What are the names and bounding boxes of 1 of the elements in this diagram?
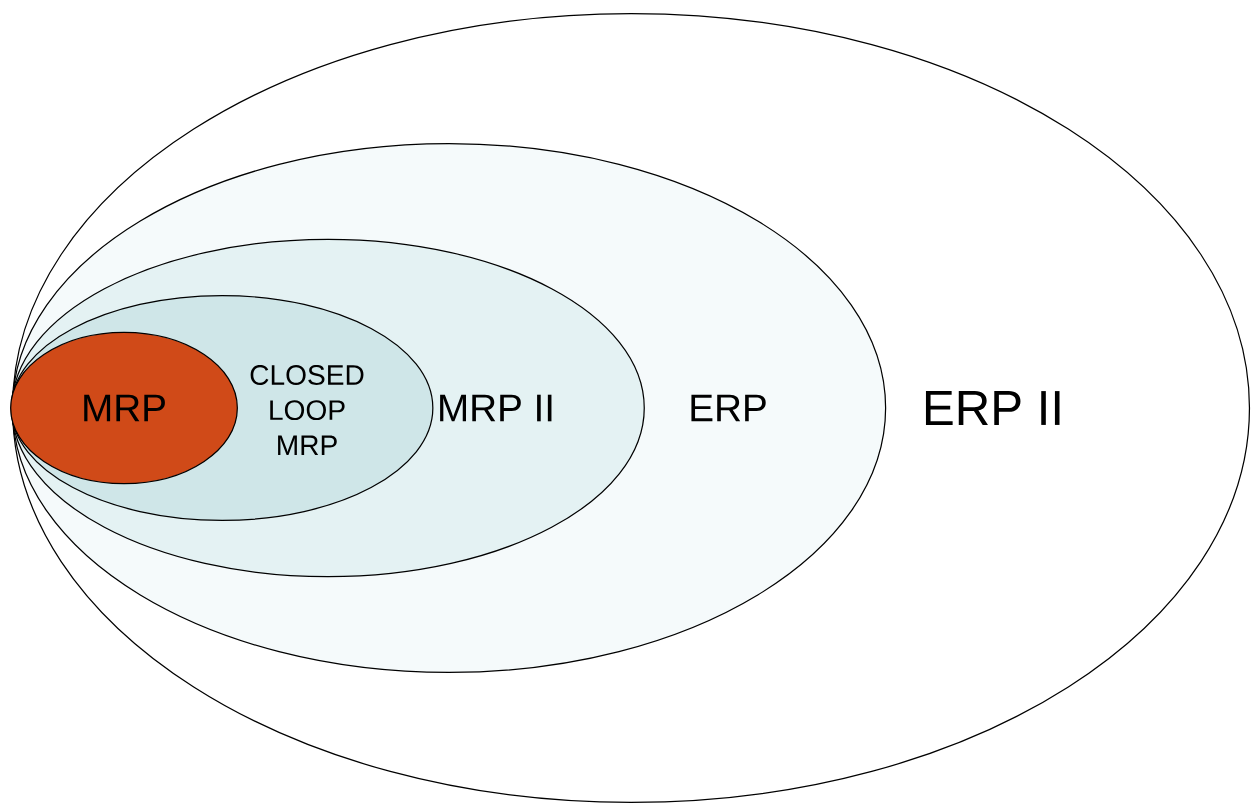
ellipse-region: MRP bbox=[10, 331, 238, 485]
